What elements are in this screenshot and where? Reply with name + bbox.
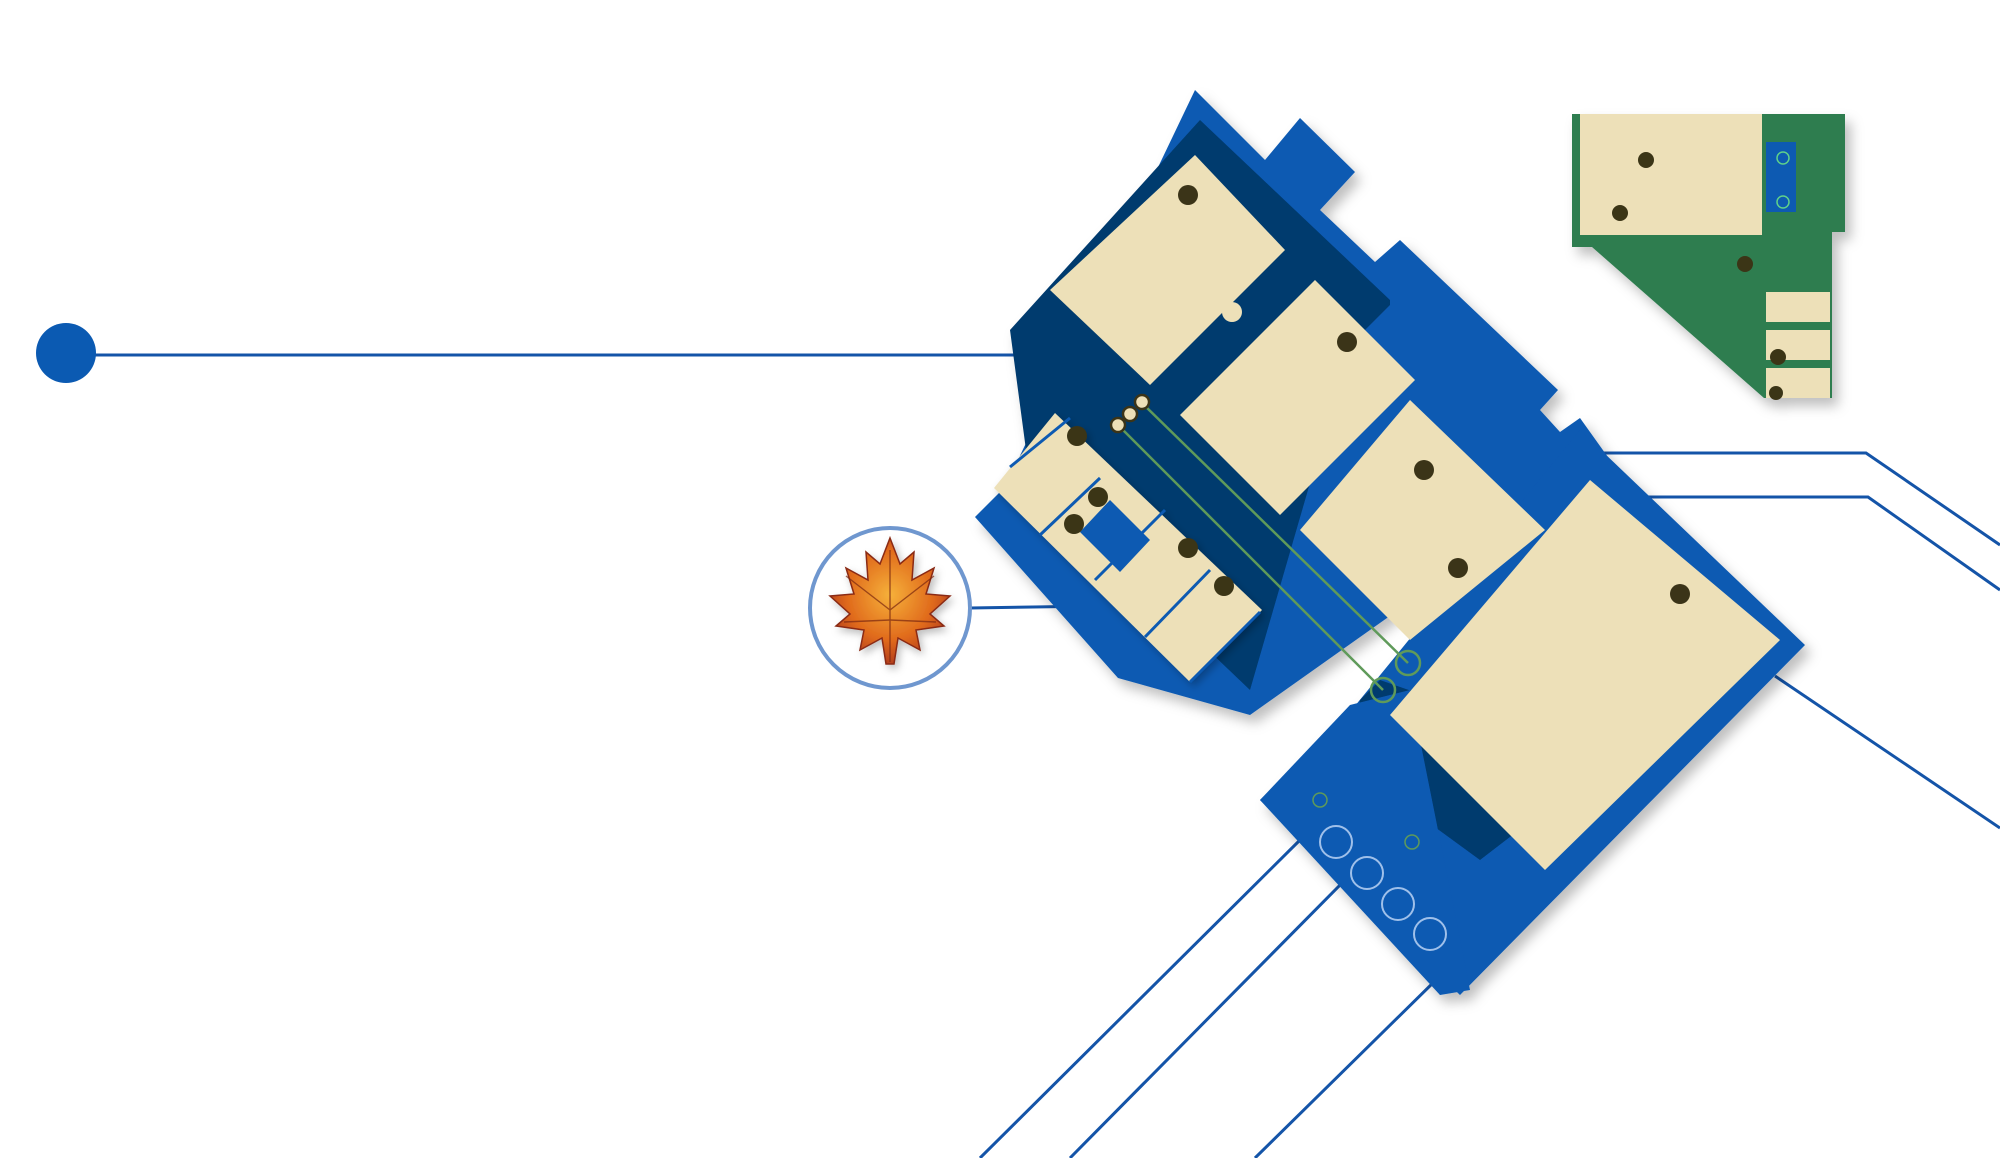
right-trace-upper — [1600, 451, 2000, 547]
pad-4 — [1390, 480, 1780, 870]
pad-1 — [1050, 155, 1285, 385]
contact-dot-1 — [1067, 426, 1087, 446]
contact-dot-3 — [1064, 514, 1084, 534]
pad-3-dot-b — [1448, 558, 1468, 578]
secondary-chip — [1572, 114, 1845, 400]
maple-leaf-icon — [828, 535, 952, 665]
main-chip-foot — [1260, 690, 1470, 995]
secondary-via-2 — [1776, 195, 1790, 209]
main-chip-contacts — [994, 413, 1262, 684]
bottom-trace-2 — [1068, 878, 1347, 1158]
pad-2-dot — [1337, 332, 1357, 352]
pad-3 — [1300, 400, 1545, 640]
connector-dot-icon — [36, 323, 96, 383]
main-chip-pads — [1050, 155, 1780, 870]
secondary-dot-4 — [1770, 349, 1786, 365]
main-chip-test-points — [1319, 825, 1447, 951]
pad-1-dot — [1178, 185, 1198, 205]
pad-4-dot — [1670, 584, 1690, 604]
contact-dot-5 — [1214, 576, 1234, 596]
pad-3-dot-a — [1414, 460, 1434, 480]
secondary-finger-1 — [1766, 292, 1830, 322]
secondary-pad-main — [1580, 114, 1762, 235]
main-chip-trace — [1109, 393, 1422, 850]
contact-gap — [1080, 500, 1150, 572]
right-trace-lower — [1774, 674, 2000, 830]
pad-1-notch — [1222, 302, 1242, 322]
contact-dot-2 — [1088, 487, 1108, 507]
connector-lines — [66, 353, 2000, 1158]
secondary-dot-5 — [1769, 386, 1783, 400]
bottom-trace-3 — [1253, 974, 1442, 1158]
contact-dot-4 — [1178, 538, 1198, 558]
bottom-trace-1 — [978, 838, 1302, 1158]
secondary-dot-3 — [1737, 256, 1753, 272]
leaf-badge — [808, 526, 972, 690]
secondary-via-1 — [1776, 151, 1790, 165]
right-trace-middle — [1640, 495, 2000, 592]
secondary-dot-1 — [1638, 152, 1654, 168]
secondary-dot-2 — [1612, 205, 1628, 221]
